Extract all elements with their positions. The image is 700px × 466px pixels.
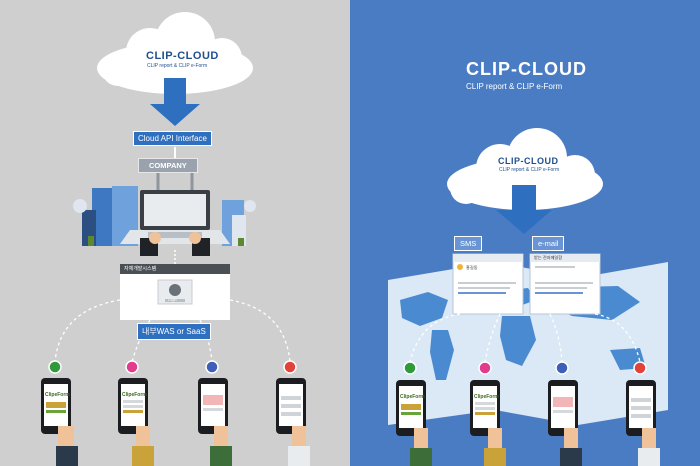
- email-label: e-mail: [532, 236, 565, 251]
- down-arrow-icon: [150, 78, 200, 126]
- main-title: CLIP-CLOUD: [466, 59, 587, 79]
- connection-lines: [409, 313, 641, 363]
- connection-lines: [54, 299, 291, 363]
- cloud-icon: [447, 128, 603, 210]
- company-sign: COMPANY: [138, 158, 198, 173]
- smartphone-icons: [396, 380, 656, 436]
- email-window: [529, 253, 601, 315]
- smartphone-icons: [41, 378, 306, 434]
- cloud-title: CLIP-CLOUD: [498, 156, 559, 166]
- phone-1-eform-label: ClipeForm: [45, 392, 70, 398]
- cloud-api-interface-label: Cloud API Interface: [133, 131, 212, 146]
- cloud-subtitle: CLIP report & CLIP e-Form: [499, 167, 560, 173]
- login-label: Login: [168, 298, 177, 302]
- sms-label: SMS: [454, 236, 483, 251]
- cloud-subtitle: CLIP report & CLIP e-Form: [147, 63, 208, 69]
- was-saas-label: 내부WAS or SaaS: [137, 323, 211, 340]
- right-panel: CLIP-CLOUD CLIP report & CLIP e-Form CLI…: [350, 0, 700, 466]
- phone-1-eform-label: ClipeForm: [400, 394, 425, 400]
- down-arrow-icon: [496, 185, 552, 234]
- sms-window: [452, 253, 524, 315]
- phone-2-eform-label: ClipeForm: [122, 392, 147, 398]
- typing-hands-icon: [140, 232, 210, 256]
- main-subtitle: CLIP report & CLIP e-Form: [466, 82, 563, 91]
- left-illustration: [41, 12, 310, 466]
- cloud-icon: [97, 12, 253, 94]
- window-title: 자체개발시스템: [124, 266, 157, 272]
- holding-hands-icon: [410, 428, 660, 466]
- phone-2-eform-label: ClipeForm: [474, 394, 499, 400]
- sms-sender: 홍길동: [466, 265, 478, 270]
- email-sender: 받는 전자메일함: [534, 255, 563, 260]
- pin-icons: [48, 360, 297, 374]
- app-window: [120, 264, 230, 320]
- pin-icons: [403, 361, 647, 375]
- right-illustration: [388, 128, 668, 466]
- left-panel: CLIP-CLOUD CLIP report & CLIP e-Form Clo…: [41, 12, 310, 466]
- holding-hands-icon: [56, 426, 310, 466]
- cloud-title: CLIP-CLOUD: [146, 50, 219, 62]
